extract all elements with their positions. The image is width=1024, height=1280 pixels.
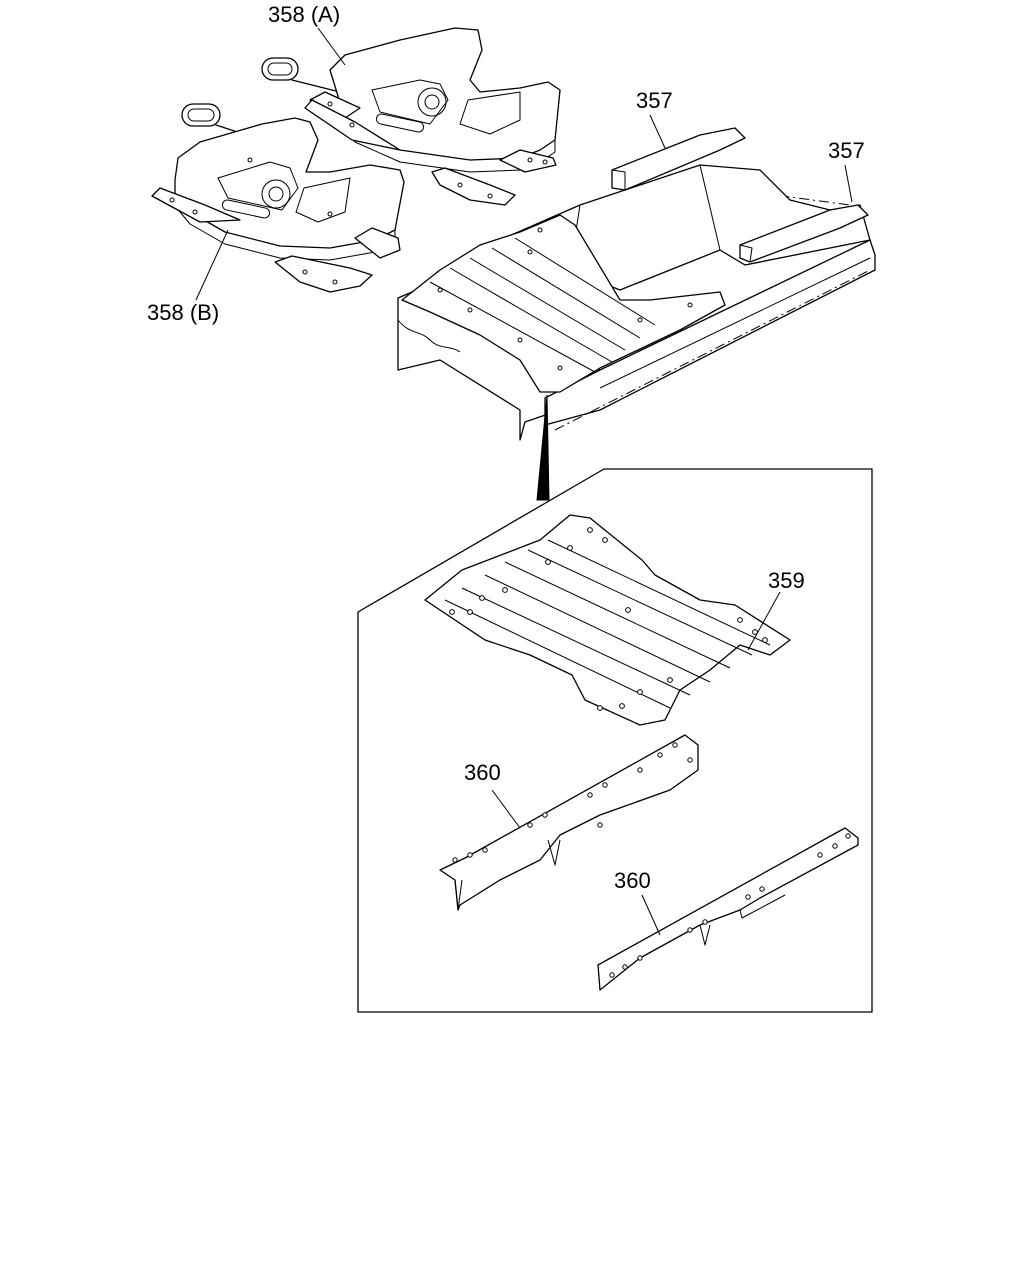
- label-360-lower: 360: [614, 868, 651, 893]
- label-360-upper: 360: [464, 760, 501, 785]
- label-358b: 358 (B): [147, 300, 219, 325]
- detail-pointer-arrow: [536, 394, 550, 501]
- label-358a: 358 (A): [268, 2, 340, 27]
- reinforcement-bracket-360-lower[interactable]: [597, 827, 859, 991]
- frame-assembly: [397, 127, 876, 441]
- fifth-wheel-358a[interactable]: [261, 27, 561, 206]
- label-357-upper: 357: [636, 88, 673, 113]
- label-357-right: 357: [828, 138, 865, 163]
- label-359: 359: [768, 568, 805, 593]
- fifth-wheel-358b[interactable]: [151, 103, 405, 293]
- detail-box: [357, 468, 873, 1013]
- reinforcement-bracket-360-upper[interactable]: [439, 734, 699, 911]
- leader-lines: [195, 27, 853, 936]
- mounting-plate-359[interactable]: [424, 514, 791, 726]
